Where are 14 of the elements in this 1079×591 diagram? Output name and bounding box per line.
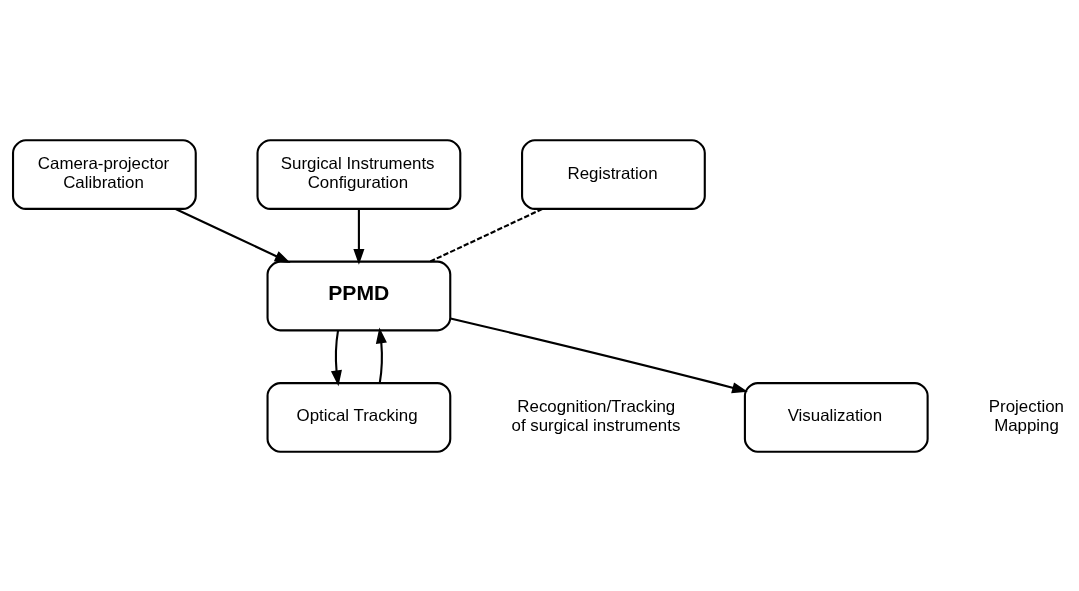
connector	[429, 207, 543, 262]
arrow	[450, 316, 748, 393]
arrow	[353, 208, 365, 265]
arrow	[175, 207, 291, 263]
node-box: PPMD	[266, 260, 452, 331]
node-box: Surgical Instruments Configuration	[256, 138, 462, 210]
node-label: Recognition/Tracking of surgical instruments	[511, 396, 681, 435]
arrow	[375, 326, 387, 383]
node-box: Registration	[521, 138, 706, 210]
arrow	[330, 329, 342, 386]
node-box: Visualization	[743, 381, 929, 453]
node-box: Camera-projector Calibration	[11, 138, 197, 210]
node-box: Optical Tracking	[266, 381, 452, 453]
node-label: Projection Mapping	[988, 396, 1064, 435]
